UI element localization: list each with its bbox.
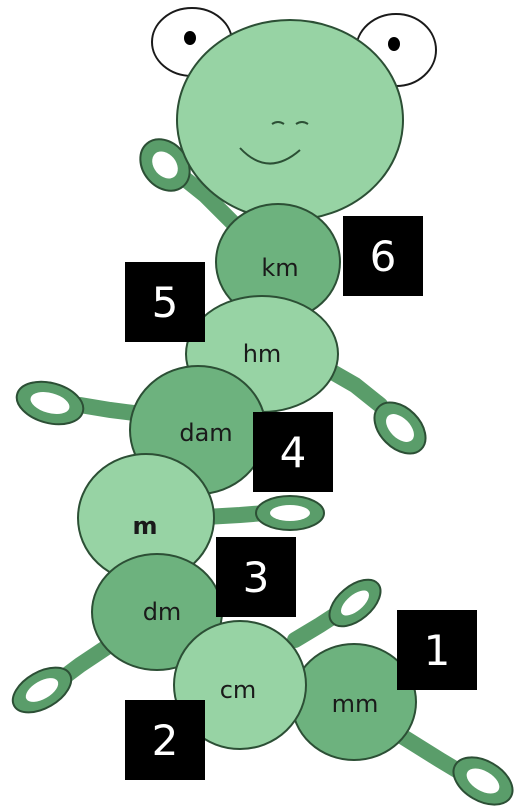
right-pupil — [388, 37, 400, 51]
nostrils — [271, 121, 309, 125]
number-box-4: 4 — [253, 412, 333, 492]
segment-label-dam: dam — [179, 419, 233, 447]
segment-label-m: m — [132, 512, 158, 540]
caterpillar-head — [151, 7, 437, 221]
number-box-2: 2 — [125, 700, 205, 780]
smile — [239, 147, 301, 165]
segment-label-dm: dm — [142, 598, 182, 626]
number-box-5: 5 — [125, 262, 205, 342]
caterpillar-body — [77, 203, 417, 761]
segment-label-cm: cm — [219, 676, 257, 704]
number-box-6: 6 — [343, 216, 423, 296]
segment-label-mm: mm — [331, 690, 379, 718]
number-box-1: 1 — [397, 610, 477, 690]
segment-cm — [173, 620, 307, 750]
segment-label-hm: hm — [242, 340, 282, 368]
head-shape — [176, 19, 404, 221]
caterpillar-legs — [11, 138, 514, 806]
number-box-3: 3 — [216, 537, 296, 617]
left-pupil — [184, 31, 196, 45]
segment-label-km: km — [261, 254, 299, 282]
leg-upper-left — [172, 167, 243, 233]
